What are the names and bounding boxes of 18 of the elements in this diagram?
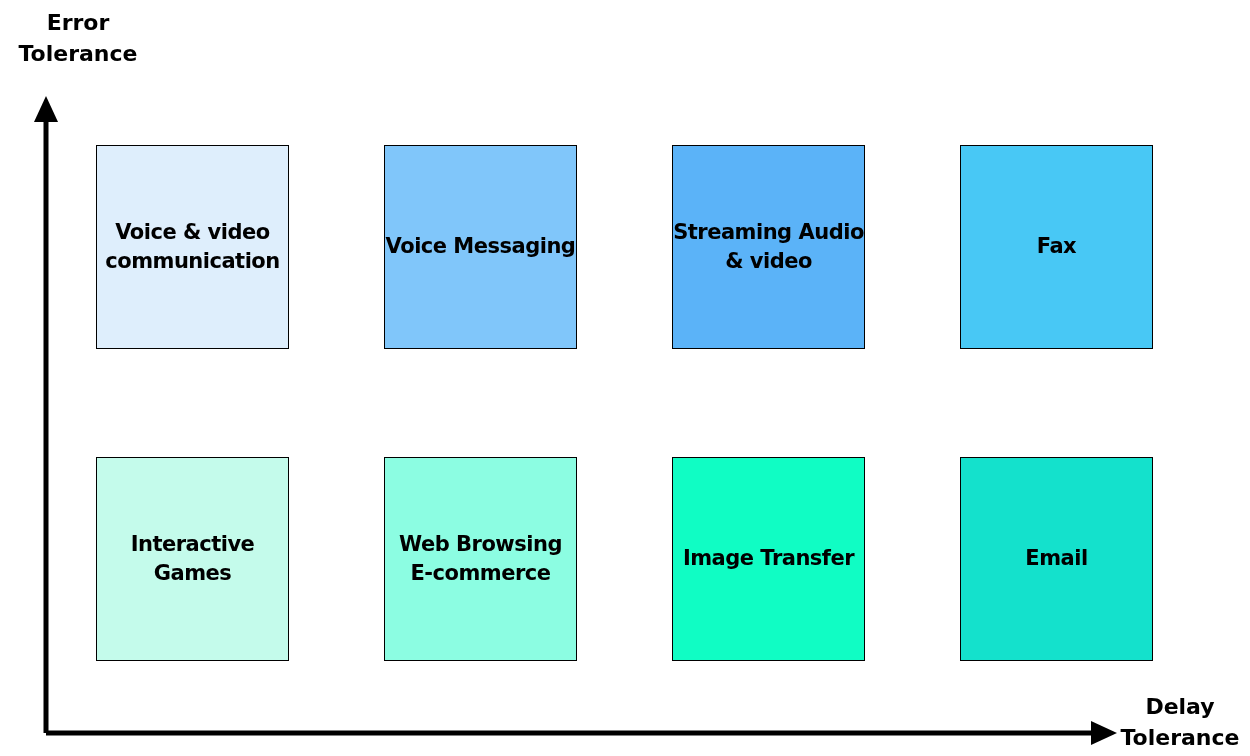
box-label: Web Browsing E-commerce [398,530,563,587]
category-box [96,457,289,661]
box-label: Streaming Audio & video [673,218,864,275]
box-label: Image Transfer [682,545,855,573]
category-box [672,145,865,349]
category-box [960,145,1153,349]
box-label: Voice Messaging [385,233,576,261]
axis-title: Delay Tolerance [1119,693,1241,752]
category-box [384,145,577,349]
category-box [96,145,289,349]
category-box [384,457,577,661]
box-label: Email [1025,545,1088,573]
box-label: Fax [1036,233,1077,261]
axis-title: Error Tolerance [17,9,139,68]
category-box [672,457,865,661]
box-label: Interactive Games [129,530,256,587]
category-box [960,457,1153,661]
box-label: Voice & video communication [104,218,281,275]
